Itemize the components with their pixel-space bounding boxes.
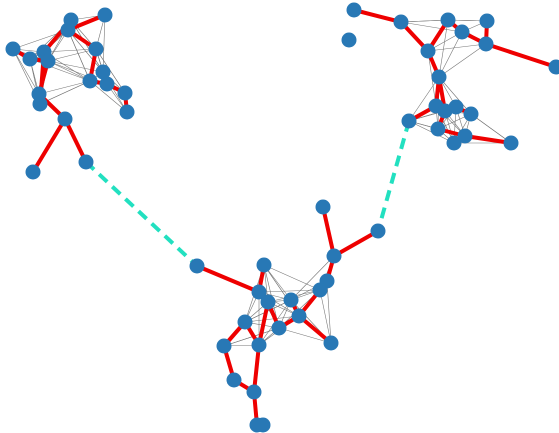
mesh-edge xyxy=(89,80,128,113)
mesh-edge xyxy=(326,280,332,344)
mesh-edge xyxy=(408,76,440,122)
graph-node xyxy=(256,257,272,273)
bridge-edge xyxy=(84,160,199,268)
bridge-edge xyxy=(376,120,411,232)
tree-edge xyxy=(484,42,558,69)
mesh-edge xyxy=(400,19,449,23)
mesh-edge xyxy=(438,19,449,78)
mesh-edge xyxy=(319,289,332,344)
graph-node xyxy=(312,282,328,298)
graph-node xyxy=(479,13,495,29)
graph-node xyxy=(32,96,48,112)
mesh-edge xyxy=(438,31,463,78)
mesh-edge xyxy=(39,80,91,105)
mesh-edge xyxy=(67,29,104,73)
graph-node xyxy=(22,51,38,67)
tree-edge xyxy=(321,205,336,258)
graph-node xyxy=(189,258,205,274)
mesh-edge xyxy=(47,60,91,82)
graph-node xyxy=(97,7,113,23)
graph-node xyxy=(440,12,456,28)
mesh-edge xyxy=(38,80,91,95)
tree-edge xyxy=(195,264,261,294)
tree-edge xyxy=(332,229,380,258)
graph-node xyxy=(237,314,253,330)
graph-node xyxy=(291,308,307,324)
graph-node xyxy=(346,2,362,18)
graph-node xyxy=(95,64,111,80)
graph-node xyxy=(283,292,299,308)
tree-edge xyxy=(31,117,67,174)
graph-node xyxy=(370,223,386,239)
graph-node xyxy=(251,284,267,300)
mesh-edge xyxy=(438,43,487,78)
mesh-edge xyxy=(47,48,97,62)
bridge-edge-layer xyxy=(84,120,411,268)
tree-edge-layer xyxy=(11,8,558,427)
tree-edge xyxy=(352,8,403,24)
graph-node xyxy=(5,41,21,57)
graph-node xyxy=(260,294,276,310)
graph-node xyxy=(88,41,104,57)
mesh-edge xyxy=(427,43,487,52)
graph-node xyxy=(341,32,357,48)
mesh-edge xyxy=(95,48,126,94)
graph-node xyxy=(255,417,271,433)
mesh-edge xyxy=(223,327,280,347)
mesh-edge xyxy=(400,21,463,33)
graph-node xyxy=(548,59,559,75)
graph-node xyxy=(25,164,41,180)
graph-node xyxy=(446,135,462,151)
graph-node xyxy=(117,85,133,101)
mesh-edge xyxy=(102,14,106,73)
mesh-edge xyxy=(43,48,97,53)
mesh-edge xyxy=(278,327,332,344)
graph-node xyxy=(463,106,479,122)
mesh-edge xyxy=(29,58,91,82)
graph-node xyxy=(251,337,267,353)
mesh-edge xyxy=(263,264,321,291)
tree-edge xyxy=(463,134,513,145)
graph-node xyxy=(60,22,76,38)
graph-node xyxy=(271,320,287,336)
graph-node xyxy=(315,199,331,215)
mesh-edge xyxy=(470,113,512,144)
mesh-edge xyxy=(244,315,300,323)
mesh-edge xyxy=(67,29,91,82)
mesh-edge xyxy=(290,255,335,301)
graph-node xyxy=(119,104,135,120)
graph-node xyxy=(420,43,436,59)
mesh-edge xyxy=(258,289,321,293)
graph-node xyxy=(323,335,339,351)
mesh-edge xyxy=(12,48,40,95)
graph-node xyxy=(246,384,262,400)
mesh-edge xyxy=(438,76,472,115)
graph-node xyxy=(40,53,56,69)
graph-node xyxy=(78,154,94,170)
tree-edge xyxy=(252,343,261,394)
graph-node xyxy=(430,121,446,137)
graph-node xyxy=(457,128,473,144)
node-layer xyxy=(5,2,559,433)
graph-node xyxy=(503,135,519,151)
graph-node xyxy=(478,36,494,52)
graph-node xyxy=(99,76,115,92)
tree-edge xyxy=(63,117,88,164)
graph-node xyxy=(226,372,242,388)
graph-node xyxy=(401,113,417,129)
graph-node xyxy=(448,99,464,115)
graph-node xyxy=(431,69,447,85)
graph-node xyxy=(216,338,232,354)
graph-node xyxy=(454,24,470,40)
graph-node xyxy=(326,248,342,264)
graph-node xyxy=(57,111,73,127)
graph-node xyxy=(82,73,98,89)
graph-node xyxy=(393,14,409,30)
